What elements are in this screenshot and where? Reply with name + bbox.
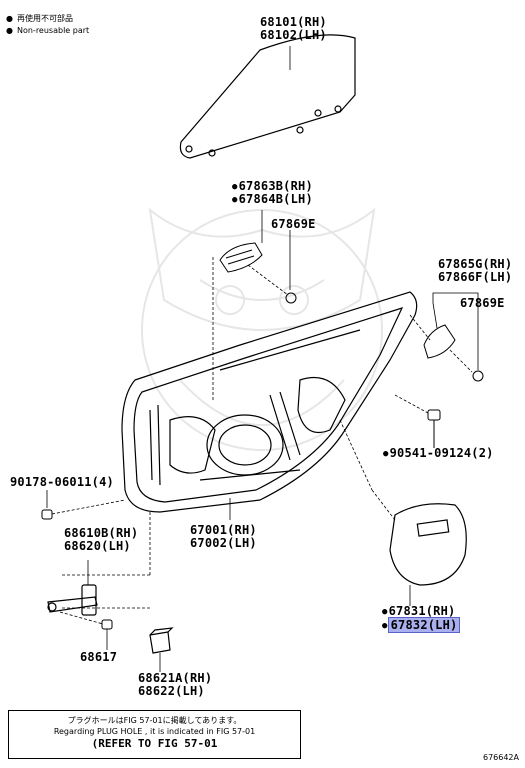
door-check (47, 584, 98, 616)
part-90541-label: 90541-09124(2) (389, 446, 494, 460)
part-68620[interactable]: 68620(LH) (64, 539, 131, 553)
part-67869e-front[interactable]: 67869E (271, 217, 316, 231)
part-67832[interactable]: 67832(LH) (382, 617, 461, 633)
note-line-en: Regarding PLUG HOLE , it is indicated in… (53, 727, 256, 736)
part-67869e-rear[interactable]: 67869E (460, 296, 505, 310)
rear-trim-piece (423, 324, 456, 359)
part-68621a[interactable]: 68621A(RH) (138, 671, 213, 685)
bolt-68617 (101, 619, 113, 630)
part-68617[interactable]: 68617 (80, 650, 118, 664)
service-hole-cover (389, 503, 467, 586)
part-90178[interactable]: 90178-06011(4) (10, 475, 114, 489)
part-67866f[interactable]: 67866F(LH) (438, 270, 513, 284)
bolt-90541 (427, 409, 441, 448)
part-67864b-label: 67864B(LH) (238, 192, 313, 206)
part-68101[interactable]: 68101(RH) (260, 15, 327, 29)
front-trim-piece (219, 242, 263, 273)
part-67864b[interactable]: 67864B(LH) (232, 193, 313, 207)
part-67863b[interactable]: 67863B(RH) (232, 180, 313, 194)
door-panel (121, 291, 418, 513)
plug-hole-note: プラグホールはFIG 57-01に掲載してあります。 Regarding PLU… (8, 710, 301, 759)
bracket-68621a (149, 627, 174, 654)
note-refer-link[interactable]: (REFER TO FIG 57-01 (91, 737, 218, 750)
door-glass (179, 34, 356, 159)
part-67831[interactable]: 67831(RH) (382, 604, 456, 619)
part-68610b[interactable]: 68610B(RH) (64, 526, 139, 540)
screw-90178 (41, 509, 53, 520)
note-line-jp: プラグホールはFIG 57-01に掲載してあります。 (67, 716, 242, 725)
figure-id: 676642A (482, 753, 519, 762)
part-67832-label-highlighted: 67832(LH) (387, 617, 461, 633)
legend-non-reusable-jp: ●再使用不可部品 (6, 14, 73, 23)
part-68622[interactable]: 68622(LH) (138, 684, 205, 698)
part-90541[interactable]: 90541-09124(2) (383, 447, 494, 461)
part-67002[interactable]: 67002(LH) (190, 536, 257, 550)
watermark-crest (141, 207, 383, 451)
part-67831-label: 67831(RH) (388, 604, 456, 618)
part-67863b-label: 67863B(RH) (238, 179, 313, 193)
part-67865g[interactable]: 67865G(RH) (438, 257, 513, 271)
part-67001[interactable]: 67001(RH) (190, 523, 257, 537)
part-68102[interactable]: 68102(LH) (260, 28, 327, 42)
legend-non-reusable-en: ●Non-reusable part (6, 26, 90, 35)
